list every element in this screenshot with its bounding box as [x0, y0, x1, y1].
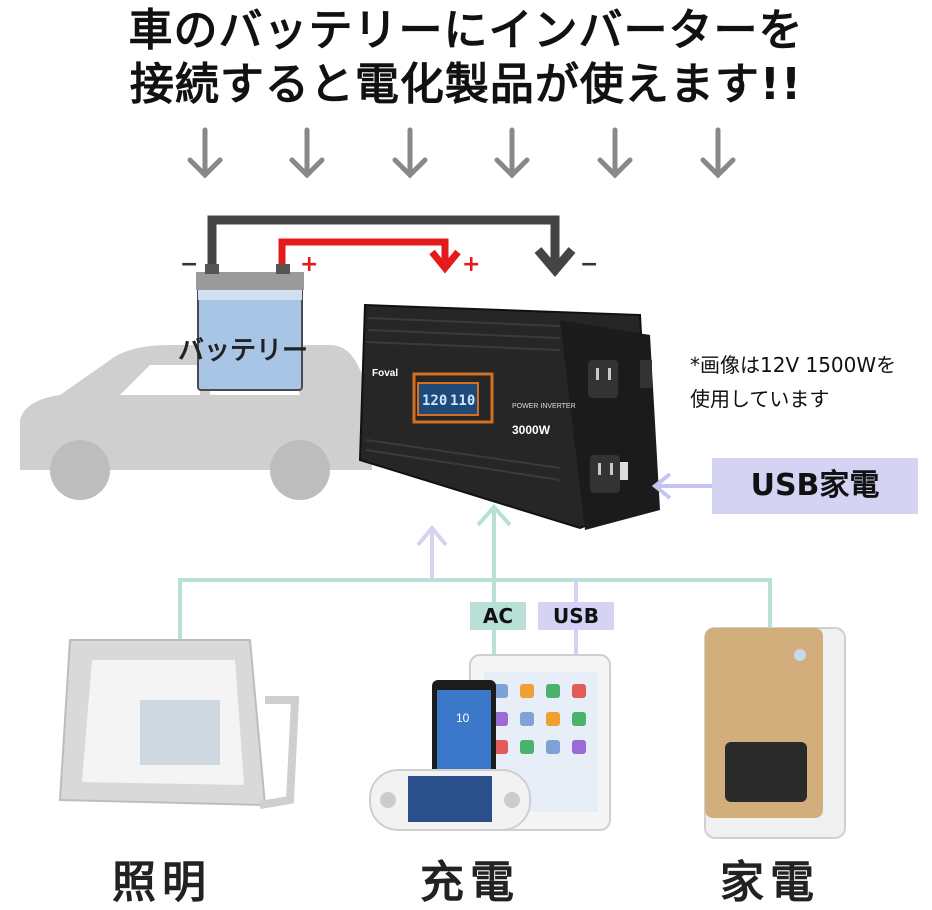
- down-arrows: [187, 127, 736, 179]
- down-arrow-icon: [187, 127, 223, 179]
- inverter-watts: 3000W: [512, 423, 551, 437]
- inverter-title: POWER INVERTER: [512, 403, 576, 410]
- inverter-device: [358, 303, 660, 530]
- inverter-minus-right: −: [580, 252, 599, 277]
- inverter-plus-right: +: [462, 252, 481, 277]
- inverter-brand: Foval: [372, 368, 398, 379]
- usb-appliance-label: USB家電: [712, 458, 918, 514]
- down-arrow-icon: [597, 127, 633, 179]
- usb-port-icon: [620, 462, 628, 480]
- battery-plus-left: +: [300, 252, 319, 277]
- ac-tag: AC: [470, 602, 526, 630]
- heater-icon: [704, 627, 846, 839]
- ac-outlet-icon: [588, 360, 620, 493]
- category-appliance: 家電: [720, 857, 820, 908]
- headline-line-1: 車のバッテリーにインバーターを: [128, 5, 804, 56]
- note-line-2: 使用しています: [690, 387, 830, 411]
- inverter-display-right: 110: [450, 393, 475, 409]
- negative-arrow-icon: [534, 247, 576, 277]
- negative-wire: [207, 215, 560, 270]
- usb-tag: USB: [538, 602, 614, 630]
- category-charging: 充電: [420, 857, 520, 908]
- power-switch-icon: [640, 360, 652, 388]
- positive-arrow-icon: [429, 249, 461, 274]
- game-console-icon: [369, 769, 531, 831]
- floodlight-icon: [58, 639, 300, 809]
- battery-minus-left: −: [180, 252, 199, 277]
- down-arrow-icon: [392, 127, 428, 179]
- battery-label: バッテリー: [178, 336, 309, 366]
- image-note: *画像は12V 1500Wを 使用しています: [690, 348, 896, 416]
- down-arrow-icon: [289, 127, 325, 179]
- ac-connector: [178, 578, 772, 640]
- positive-wire: [278, 238, 449, 270]
- down-arrow-icon: [700, 127, 736, 179]
- down-arrow-icon: [494, 127, 530, 179]
- note-line-1: *画像は12V 1500Wを: [690, 353, 897, 377]
- inverter-display-left: 120: [422, 393, 447, 409]
- battery-icon: [196, 264, 304, 391]
- tablet-app-grid: [494, 684, 586, 754]
- smartphone-clock: 10: [456, 711, 470, 725]
- headline-line-2: 接続すると電化製品が使えます!!: [129, 59, 803, 110]
- category-lighting: 照明: [112, 857, 212, 908]
